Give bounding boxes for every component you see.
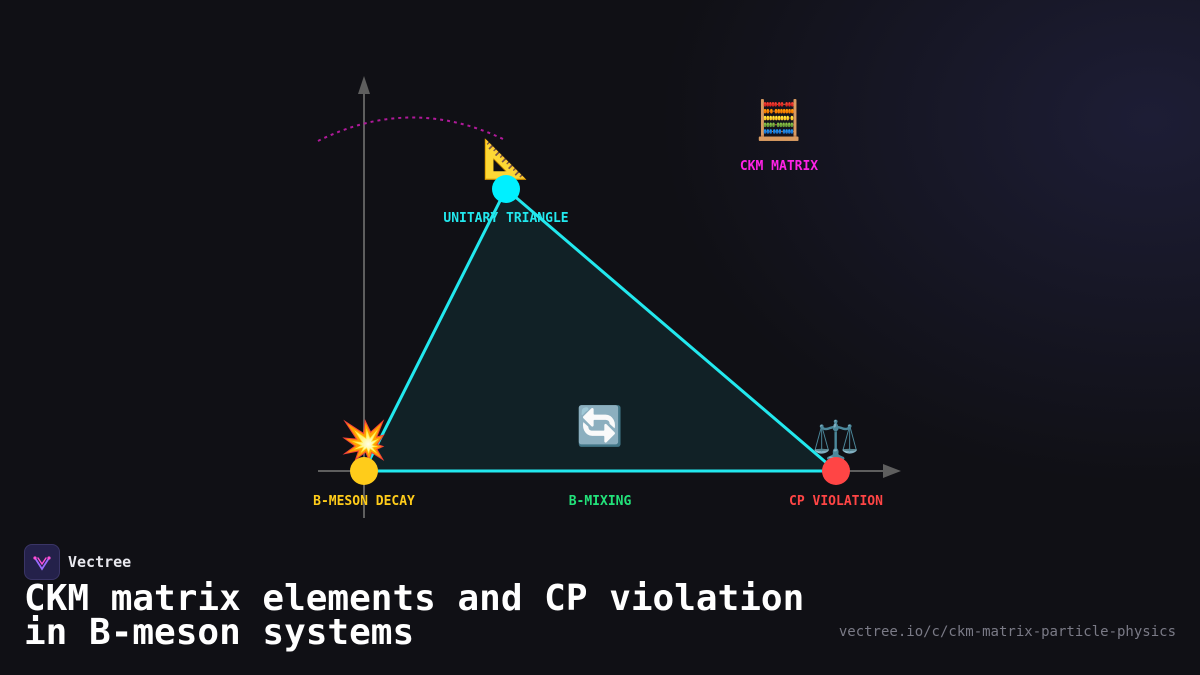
abacus-icon: 🧮	[755, 98, 802, 142]
node-unitary-triangle[interactable]	[492, 175, 520, 203]
dashed-arc	[317, 116, 504, 142]
node-b-meson-decay[interactable]	[350, 457, 378, 485]
vectree-logo-icon	[24, 544, 60, 580]
collision-icon: 💥	[340, 418, 387, 463]
triangular-ruler-icon: 📐	[482, 137, 529, 181]
label-ckm-matrix: CKM MATRIX	[740, 159, 818, 174]
label-unitary-triangle: UNITARY TRIANGLE	[443, 211, 568, 226]
node-cp-violation[interactable]	[822, 457, 850, 485]
page-title: CKM matrix elements and CP violation in …	[24, 578, 805, 653]
ckm-diagram: 📐 UNITARY TRIANGLE 💥 B-MESON DECAY ⚖️ CP…	[313, 76, 901, 518]
label-b-meson-decay: B-MESON DECAY	[313, 494, 415, 509]
source-url[interactable]: vectree.io/c/ckm-matrix-particle-physics	[838, 624, 1176, 640]
cycle-arrows-icon: 🔄	[576, 404, 623, 448]
balance-scale-icon: ⚖️	[812, 418, 859, 462]
brand-name: Vectree	[68, 553, 132, 571]
y-axis-arrow	[358, 76, 370, 94]
x-axis-arrow	[883, 464, 901, 478]
unitary-triangle-fill	[364, 189, 836, 471]
label-b-mixing: B-MIXING	[569, 494, 632, 509]
brand: Vectree	[24, 544, 131, 580]
label-cp-violation: CP VIOLATION	[789, 494, 883, 509]
unitary-triangle-edge	[362, 187, 838, 473]
